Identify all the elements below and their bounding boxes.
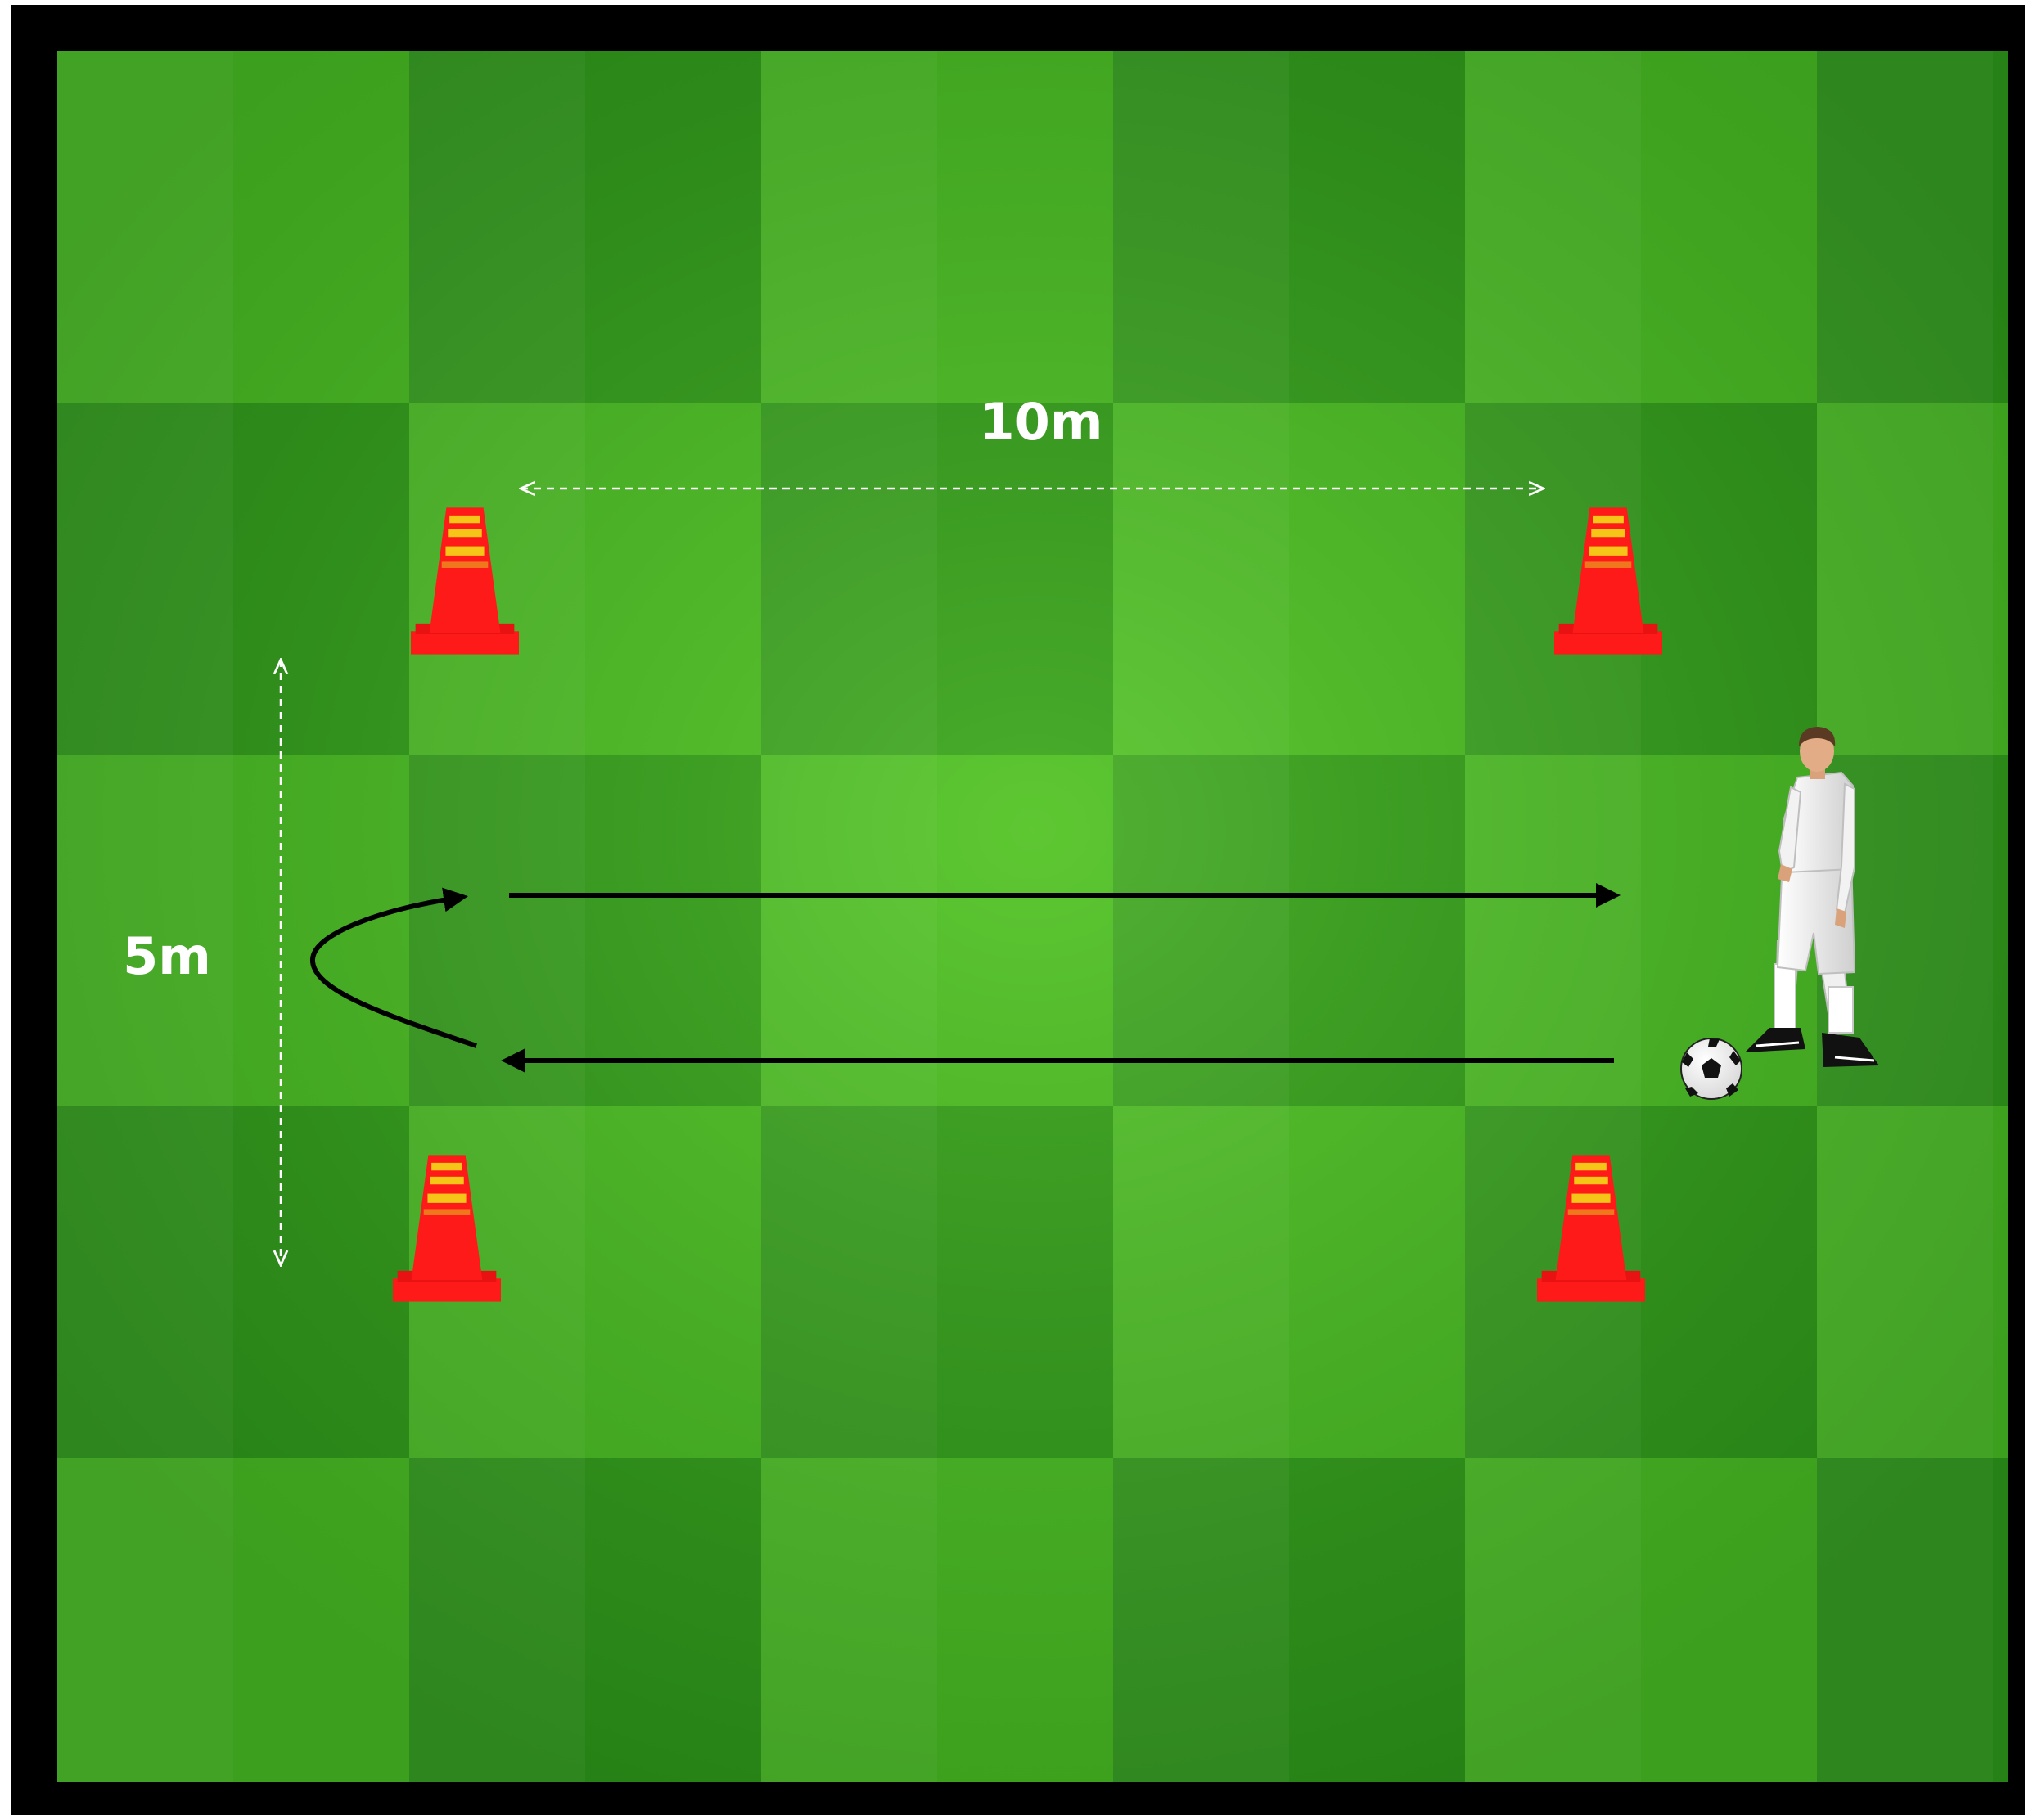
soccer-ball-icon	[1681, 1038, 1742, 1099]
grass-field	[57, 51, 2008, 1782]
width-distance-label: 10m	[980, 392, 1103, 452]
depth-distance-label: 5m	[123, 926, 211, 986]
